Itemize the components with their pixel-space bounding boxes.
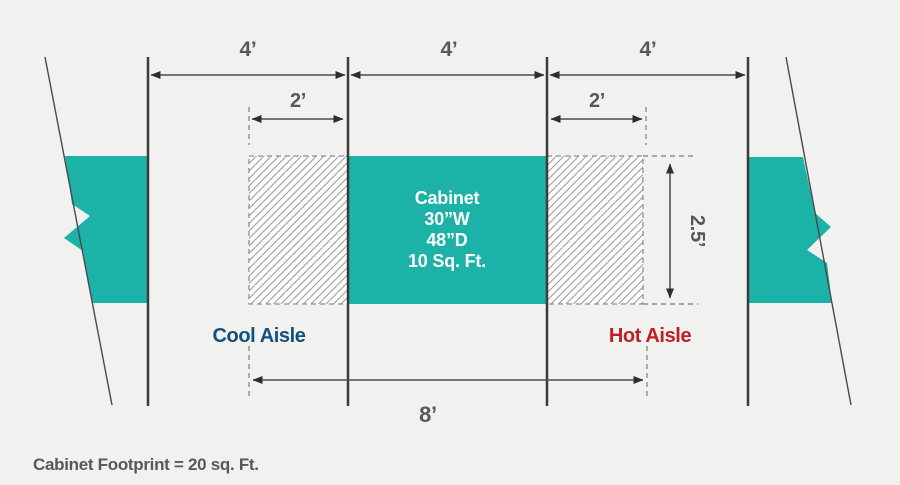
cool-aisle-clearance-hatch	[248, 155, 349, 305]
left-cabinet-row-break	[64, 156, 148, 303]
left-break-line	[44, 56, 113, 406]
right-break-line	[785, 56, 852, 406]
cabinet-label-line4: 10 Sq. Ft.	[408, 251, 486, 271]
cabinet-label-line1: Cabinet	[415, 188, 480, 208]
right-cabinet-row-break	[748, 157, 832, 303]
hatch-extension-dashes	[643, 155, 698, 305]
cabinet-label-line2: 30”W	[424, 209, 469, 229]
footprint-caption: Cabinet Footprint = 20 sq. Ft.	[33, 455, 259, 474]
cabinet-rect	[348, 156, 547, 304]
dim-label-8ft: 8’	[419, 402, 437, 427]
dim-label-4ft-3: 4’	[640, 38, 657, 61]
hot-aisle-clearance-hatch	[546, 155, 644, 305]
hot-aisle-label: Hot Aisle	[609, 325, 692, 347]
dim-label-2-5ft: 2.5’	[686, 215, 708, 247]
dim-label-2ft-right: 2’	[589, 90, 605, 112]
dim-label-4ft-2: 4’	[441, 38, 458, 61]
cool-aisle-label: Cool Aisle	[212, 325, 305, 347]
dim-label-4ft-1: 4’	[240, 38, 257, 61]
cabinet-label-line3: 48”D	[426, 230, 467, 250]
dim-label-2ft-left: 2’	[290, 90, 306, 112]
